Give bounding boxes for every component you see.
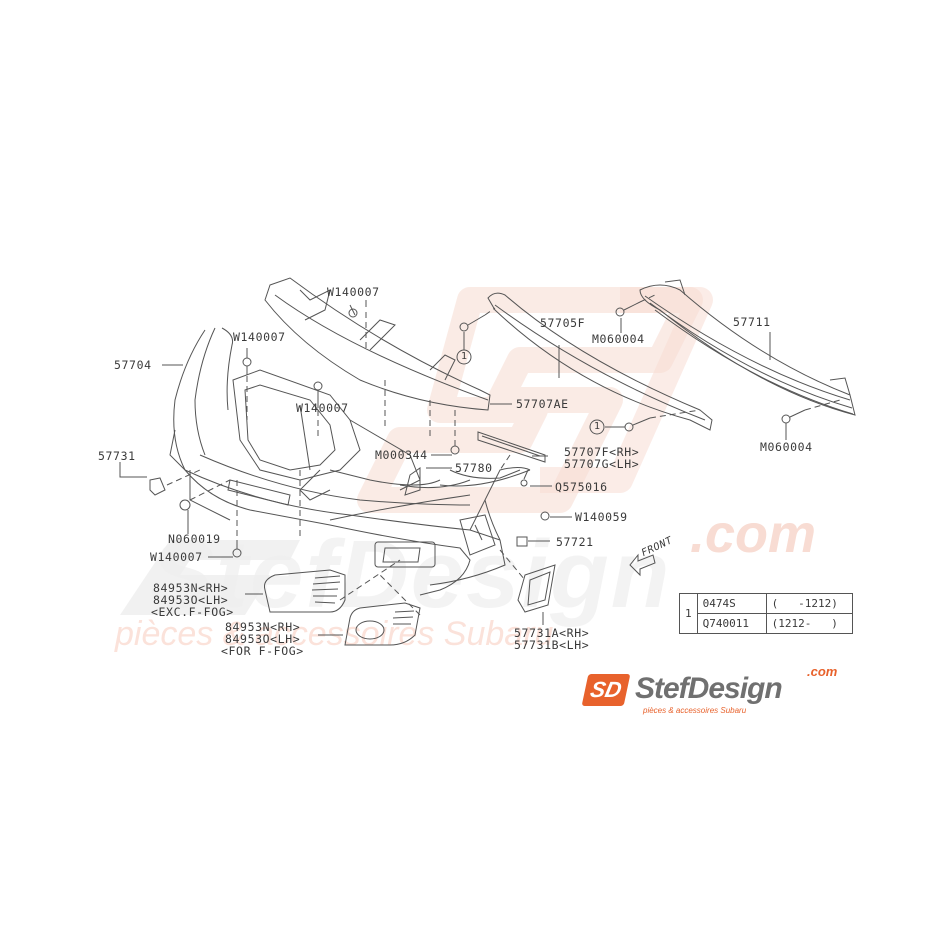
watermark-tagline: pièces & accessoires Subaru (115, 615, 554, 653)
dashed-guides (166, 294, 841, 616)
legend-row: 1 0474S ( -1212) (679, 593, 853, 634)
label-84953o-for: 84953O<LH> (225, 632, 301, 646)
reinforcement-drawing (487, 292, 713, 431)
label-57707f: 57707F<RH> (564, 445, 640, 459)
label-57707g: 57707G<LH> (564, 457, 640, 471)
label-exc-ffog: <EXC.F-FOG> (151, 605, 234, 619)
callout-1b-circle (589, 419, 605, 435)
label-57704: 57704 (114, 358, 152, 372)
label-84953n-exc: 84953N<RH> (153, 581, 229, 595)
label-57705f: 57705F (540, 316, 586, 330)
watermark-brand: StefDesign (150, 521, 672, 628)
logo-name: StefDesign (635, 672, 783, 705)
legend-range: (1212- ) (765, 613, 853, 634)
legend-part: 0474S (696, 593, 767, 614)
logo-tagline: pièces & accessoires Subaru (643, 706, 747, 715)
legend-part: Q740011 (696, 613, 767, 634)
label-m060004-a: M060004 (592, 332, 645, 346)
legend-range: ( -1212) (765, 593, 853, 614)
callout-legend-table: 1 0474S ( -1212) Q740011 (1212- ) (679, 593, 853, 634)
bumper-cover-drawing (169, 327, 531, 596)
label-for-ffog: <FOR F-FOG> (221, 644, 304, 658)
label-q575016: Q575016 (555, 480, 608, 494)
label-m000344: M000344 (375, 448, 428, 462)
legend-callout: 1 (679, 593, 698, 634)
label-57731: 57731 (98, 449, 136, 463)
callout-1a-circle (456, 349, 472, 365)
stefdesign-logo: SD StefDesign .com pièces & accessoires … (581, 664, 847, 720)
fog-cover-exc-drawing (264, 569, 346, 613)
label-w140007-c: W140007 (327, 285, 380, 299)
label-57780: 57780 (455, 461, 493, 475)
legend-row: Q740011 (1212- ) (680, 613, 853, 634)
label-57711: 57711 (733, 315, 771, 329)
label-m060004-b: M060004 (760, 440, 813, 454)
label-57731a: 57731A<RH> (514, 626, 590, 640)
fog-cover-for-drawing (344, 602, 421, 646)
side-bracket-drawing (477, 431, 546, 463)
label-57731b: 57731B<LH> (514, 638, 590, 652)
trim-57780-drawing (404, 467, 421, 496)
logo-domain: .com (807, 664, 838, 679)
upper-beam-drawing (264, 277, 491, 411)
fasteners (232, 301, 806, 558)
clip-n060019 (179, 499, 191, 511)
front-arrow-icon (629, 553, 656, 577)
label-w140007-b: W140007 (296, 401, 349, 415)
clip-57721 (516, 536, 528, 547)
label-84953o-exc: 84953O<LH> (153, 593, 229, 607)
logo-mark: SD (581, 674, 631, 706)
callout-1a-label: 1 (461, 351, 468, 362)
label-84953n-for: 84953N<RH> (225, 620, 301, 634)
label-57707ae: 57707AE (516, 397, 569, 411)
label-w140007-a: W140007 (233, 330, 286, 344)
callout-1b-label: 1 (594, 421, 601, 432)
bumper-beam-drawing (639, 279, 856, 416)
label-n060019: N060019 (168, 532, 221, 546)
bracket-57731-drawing (149, 477, 166, 496)
watermark-domain: .com (690, 504, 817, 564)
fog-bezel-drawing (517, 564, 556, 613)
label-w140007-d: W140007 (150, 550, 203, 564)
label-w140059: W140059 (575, 510, 628, 524)
clip-w140059 (540, 511, 550, 521)
label-57721: 57721 (556, 535, 594, 549)
